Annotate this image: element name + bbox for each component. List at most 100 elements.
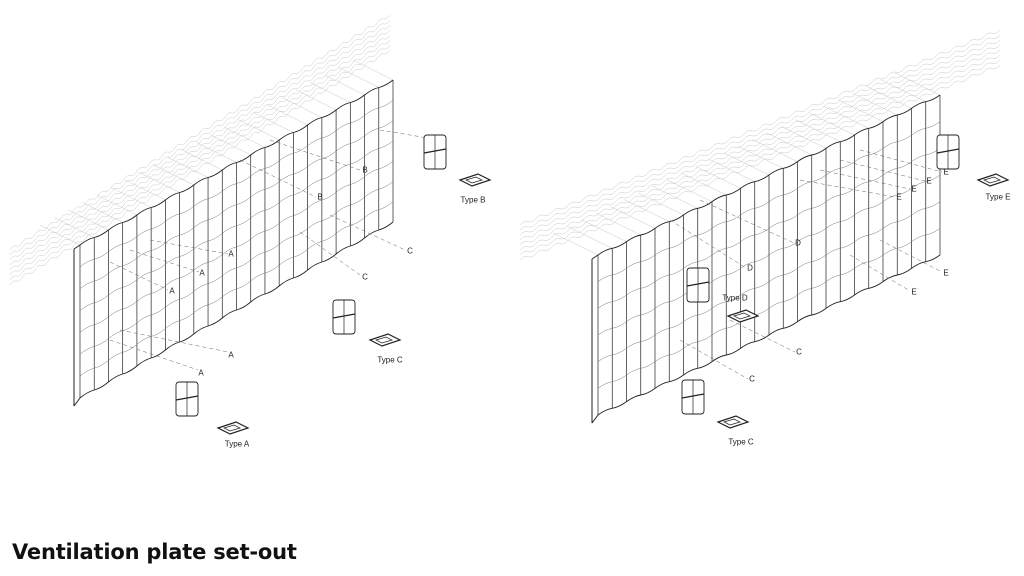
leader-line bbox=[149, 239, 229, 255]
leader-line bbox=[679, 339, 749, 380]
roof-rafter bbox=[894, 72, 941, 96]
wall-course-line bbox=[79, 79, 394, 246]
callout-label: B bbox=[317, 192, 323, 202]
leader-line bbox=[119, 329, 229, 353]
roof-rafter bbox=[324, 74, 365, 96]
roof-rafter bbox=[723, 152, 770, 176]
page-title: Ventilation plate set-out bbox=[12, 540, 297, 564]
roof-rafter bbox=[125, 179, 166, 201]
callout-label: A bbox=[169, 286, 175, 296]
roof-sheet-line bbox=[9, 34, 391, 271]
roof-sheet-line bbox=[519, 54, 1001, 251]
roof-rafter bbox=[82, 202, 123, 223]
type-label: Type C bbox=[728, 437, 754, 447]
roof-rafter bbox=[795, 119, 841, 142]
leader-line bbox=[239, 159, 317, 198]
roof-rafter bbox=[766, 132, 812, 156]
callout-label: E bbox=[911, 184, 917, 194]
roof-rafter bbox=[239, 119, 280, 141]
roof-rafter bbox=[681, 172, 727, 196]
leader-line bbox=[699, 199, 795, 244]
roof-rafter bbox=[338, 67, 379, 88]
roof-sheet-line bbox=[9, 49, 391, 286]
callout-label: E bbox=[896, 192, 902, 202]
type-c-plate-inner bbox=[375, 336, 393, 344]
roof-rafter bbox=[780, 126, 827, 149]
type-e-bracket-strap bbox=[936, 148, 960, 154]
callout-label: B bbox=[362, 165, 368, 175]
roof-rafter bbox=[823, 106, 869, 129]
roof-rafter bbox=[310, 82, 351, 103]
leader-line bbox=[839, 159, 926, 182]
type-label: Type E bbox=[985, 192, 1011, 202]
wall-course-line bbox=[79, 221, 394, 399]
roof-rafter bbox=[866, 86, 912, 109]
type-b-bracket-strap bbox=[423, 148, 447, 154]
roof-rafter bbox=[139, 172, 180, 193]
type-label: Type D bbox=[722, 293, 748, 303]
type-a-plate bbox=[216, 421, 250, 435]
roof-rafter bbox=[281, 97, 322, 118]
roof-rafter bbox=[752, 139, 798, 162]
roof-rafter bbox=[567, 226, 613, 249]
callout-label: C bbox=[407, 246, 413, 256]
roof-rafter bbox=[295, 89, 337, 111]
roof-rafter bbox=[595, 212, 641, 236]
roof-rafter bbox=[352, 59, 394, 81]
leader-line bbox=[729, 319, 796, 353]
type-a-plate-inner bbox=[223, 424, 241, 432]
callout-label: E bbox=[943, 167, 949, 177]
wall-end-edge bbox=[591, 254, 599, 260]
type-c-plate-right-inner bbox=[723, 418, 741, 426]
type-b-plate-inner bbox=[465, 176, 483, 184]
roof-sheet-line bbox=[519, 44, 1001, 241]
callout-label: C bbox=[796, 347, 802, 357]
leader-line bbox=[859, 149, 943, 173]
wall-course-line bbox=[597, 228, 941, 389]
callout-label: C bbox=[749, 374, 755, 384]
roof-rafter bbox=[68, 209, 109, 231]
leader-line bbox=[819, 169, 911, 190]
callout-label: E bbox=[943, 268, 949, 278]
roof-rafter bbox=[624, 199, 670, 222]
roof-rafter bbox=[153, 164, 194, 186]
type-e-plate-inner bbox=[983, 176, 1001, 184]
roof-rafter bbox=[39, 224, 81, 246]
roof-rafter bbox=[111, 187, 152, 208]
roof-rafter bbox=[852, 92, 898, 116]
type-label: Type C bbox=[377, 355, 403, 365]
roof-rafter bbox=[738, 146, 784, 169]
roof-rafter bbox=[695, 166, 741, 189]
roof-rafter bbox=[267, 104, 308, 126]
roof-rafter bbox=[552, 232, 599, 256]
roof-rafter bbox=[182, 149, 223, 171]
type-a-bracket-strap bbox=[175, 395, 199, 401]
callout-label: E bbox=[926, 176, 932, 186]
callout-label: E bbox=[911, 287, 917, 297]
wall-end-edge bbox=[591, 414, 599, 424]
wall-end-edge bbox=[73, 397, 81, 407]
type-c-plate bbox=[368, 333, 402, 347]
wall-course-line bbox=[597, 94, 941, 256]
roof-rafter bbox=[809, 112, 855, 136]
wall-course-line bbox=[597, 148, 941, 309]
wall-course-line bbox=[79, 181, 394, 355]
leader-line bbox=[269, 139, 361, 171]
leader-line bbox=[299, 231, 361, 276]
roof-sheet-line bbox=[9, 39, 391, 276]
roof-sheet-line bbox=[519, 34, 1001, 231]
type-b-plate bbox=[458, 173, 492, 187]
leader-line bbox=[329, 214, 406, 251]
callout-label: A bbox=[199, 268, 205, 278]
callout-label: A bbox=[228, 249, 234, 259]
roof-sheet-line bbox=[9, 29, 391, 266]
roof-rafter bbox=[210, 134, 251, 156]
leader-line bbox=[879, 239, 943, 273]
roof-rafter bbox=[581, 219, 627, 242]
roof-sheet-line bbox=[519, 29, 1001, 226]
wall-course-line bbox=[79, 140, 394, 311]
roof-sheet-line bbox=[9, 14, 391, 251]
roof-rafter bbox=[709, 159, 755, 182]
wall-end-edge bbox=[73, 244, 81, 250]
